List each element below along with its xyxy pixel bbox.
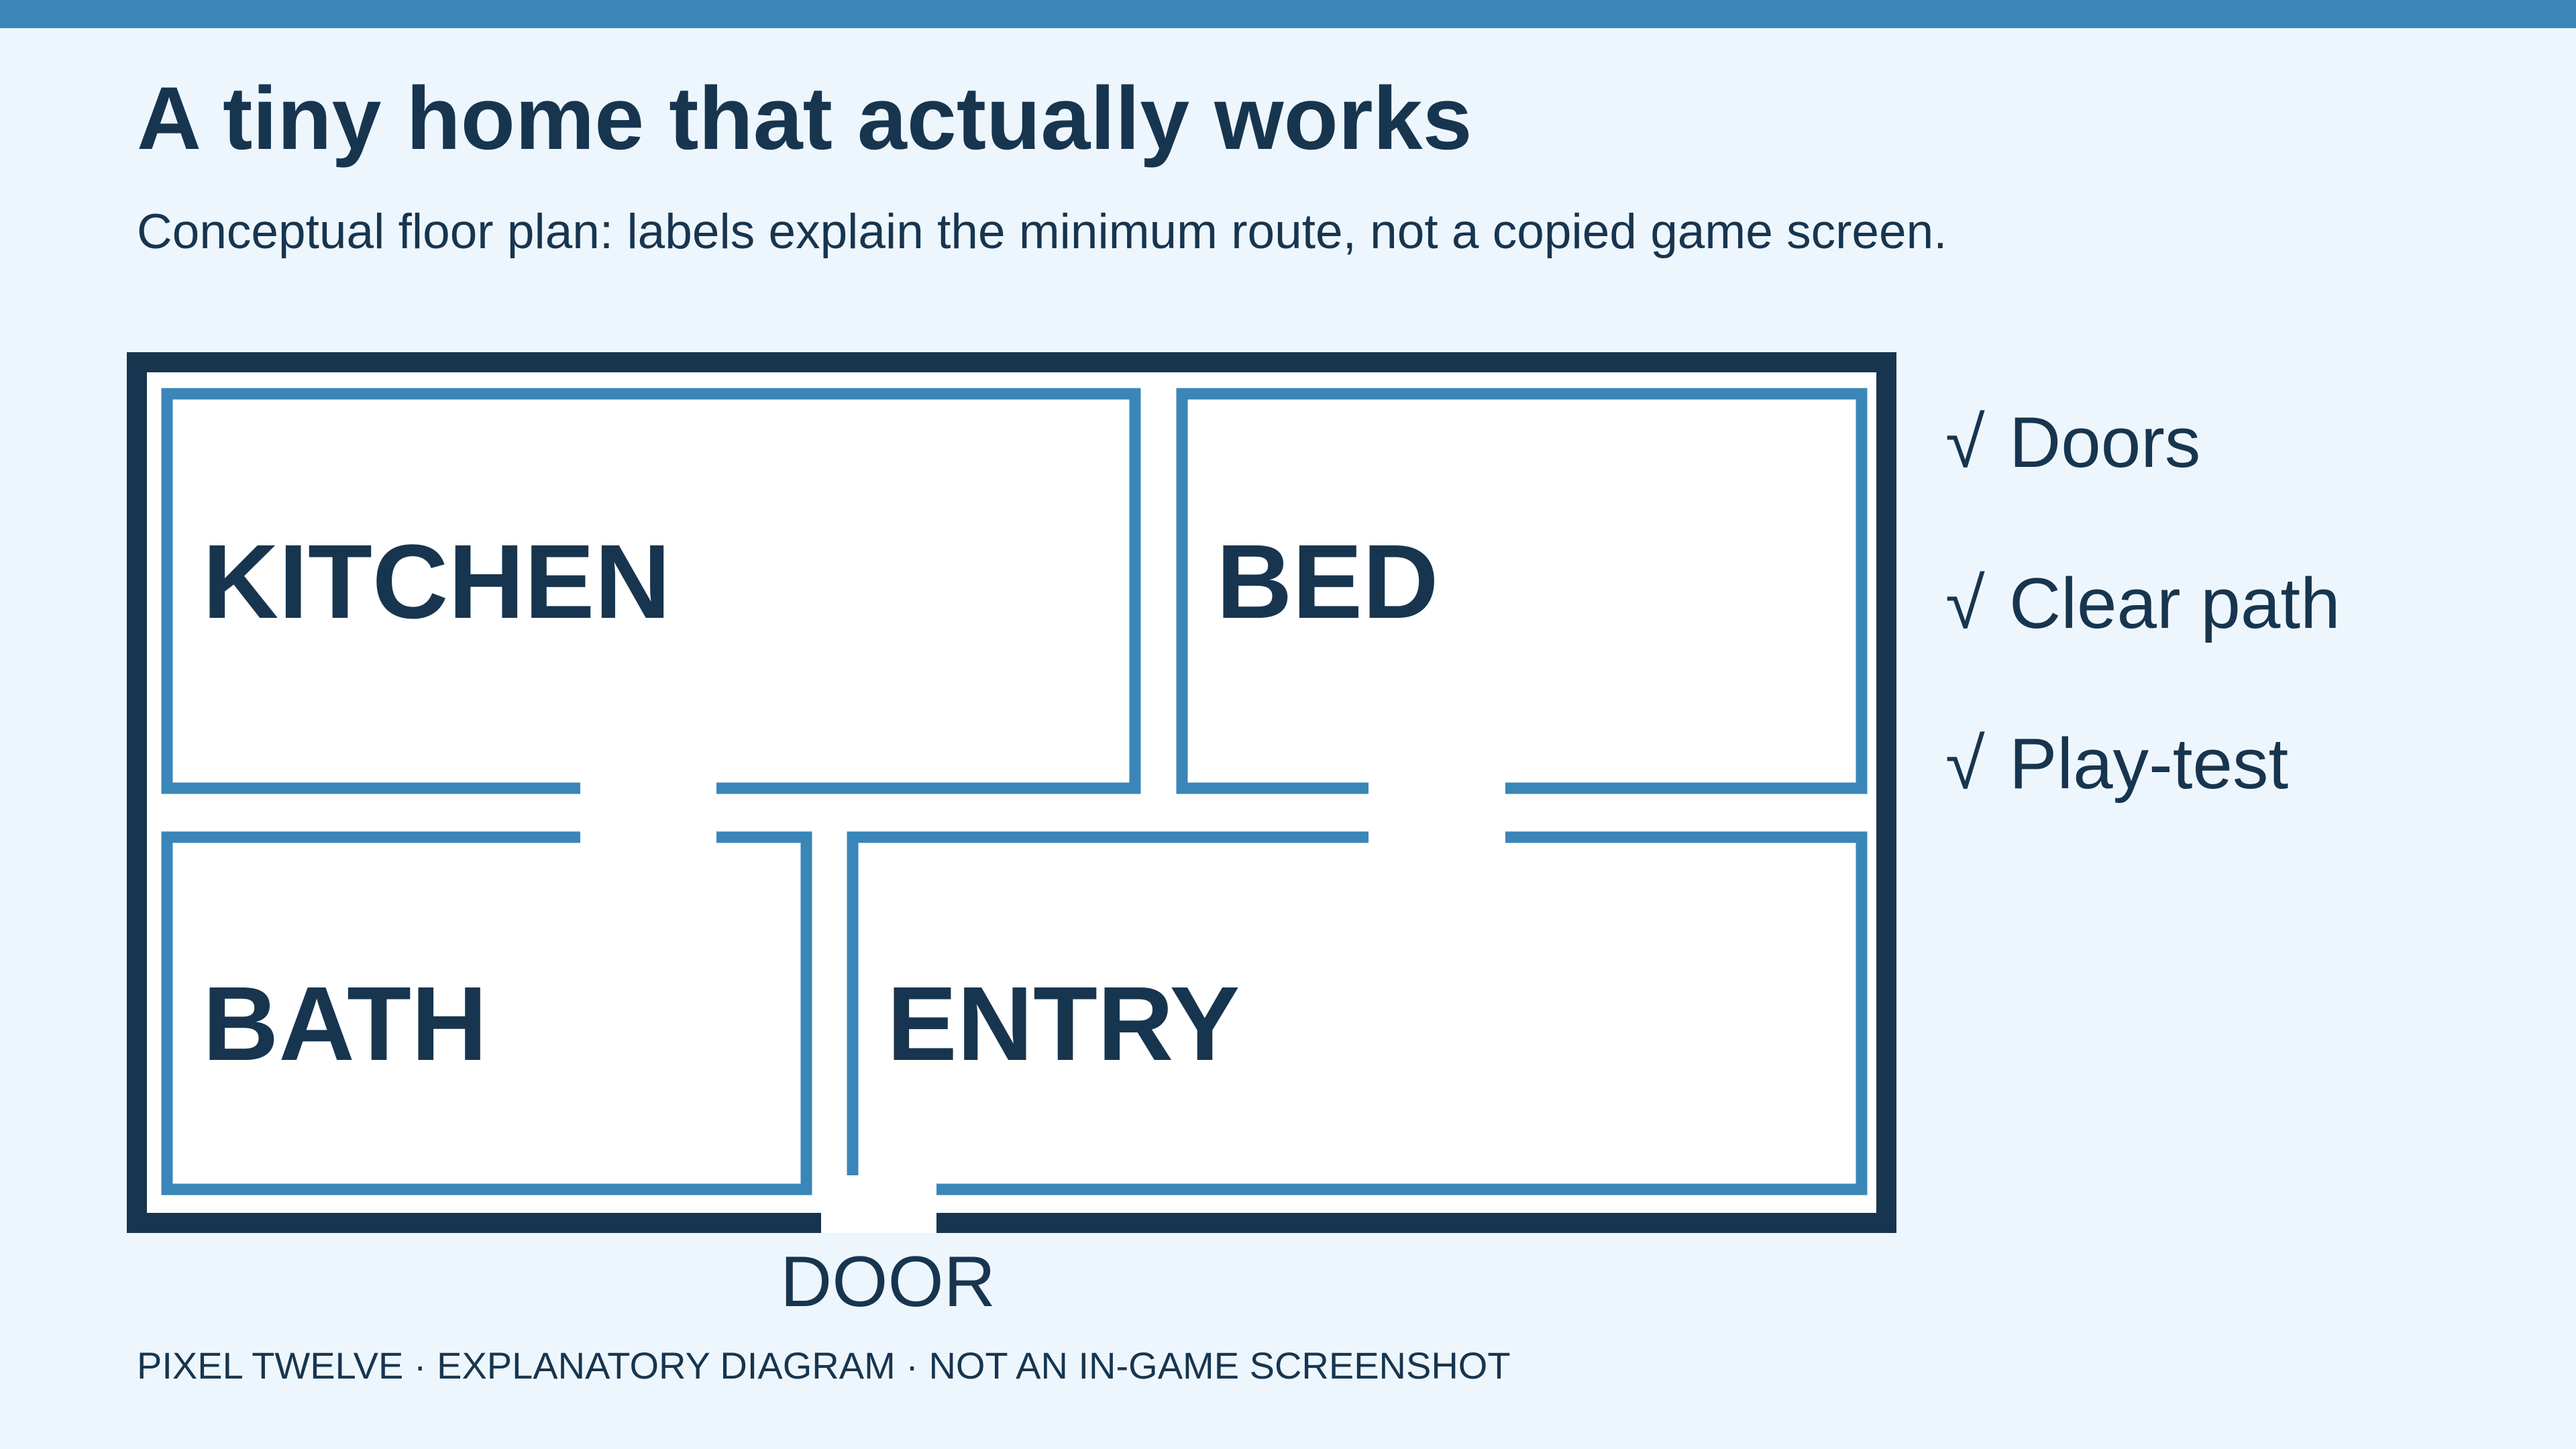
checklist-item-label: Play-test (2009, 723, 2289, 804)
kitchen-room-walls (161, 388, 1141, 794)
outer-wall (127, 352, 1896, 1233)
checklist-item-doors: √ Doors (1945, 398, 2200, 486)
door-opening (821, 1213, 936, 1233)
room-label-kitchen: KITCHEN (203, 523, 671, 641)
check-mark-icon: √ (1945, 563, 1985, 643)
entry-room-walls (847, 831, 1868, 1195)
checklist-item-label: Clear path (2009, 563, 2341, 643)
door-label: DOOR (780, 1241, 996, 1322)
page-title: A tiny home that actually works (137, 69, 1472, 168)
top-accent-bar (0, 0, 2576, 28)
page-subtitle: Conceptual floor plan: labels explain th… (137, 205, 1947, 259)
room-label-bed: BED (1216, 523, 1439, 641)
bed-room-walls (1176, 388, 1868, 794)
check-mark-icon: √ (1945, 723, 1985, 804)
checklist-item-label: Doors (2009, 402, 2201, 482)
checklist-item-clear-path: √ Clear path (1945, 559, 2341, 647)
bath-room-walls (161, 831, 812, 1195)
room-label-bath: BATH (203, 965, 488, 1083)
footer-caption: PIXEL TWELVE · EXPLANATORY DIAGRAM · NOT… (137, 1344, 1511, 1387)
room-label-entry: ENTRY (887, 965, 1240, 1083)
checklist-item-play-test: √ Play-test (1945, 720, 2288, 807)
check-mark-icon: √ (1945, 402, 1985, 482)
